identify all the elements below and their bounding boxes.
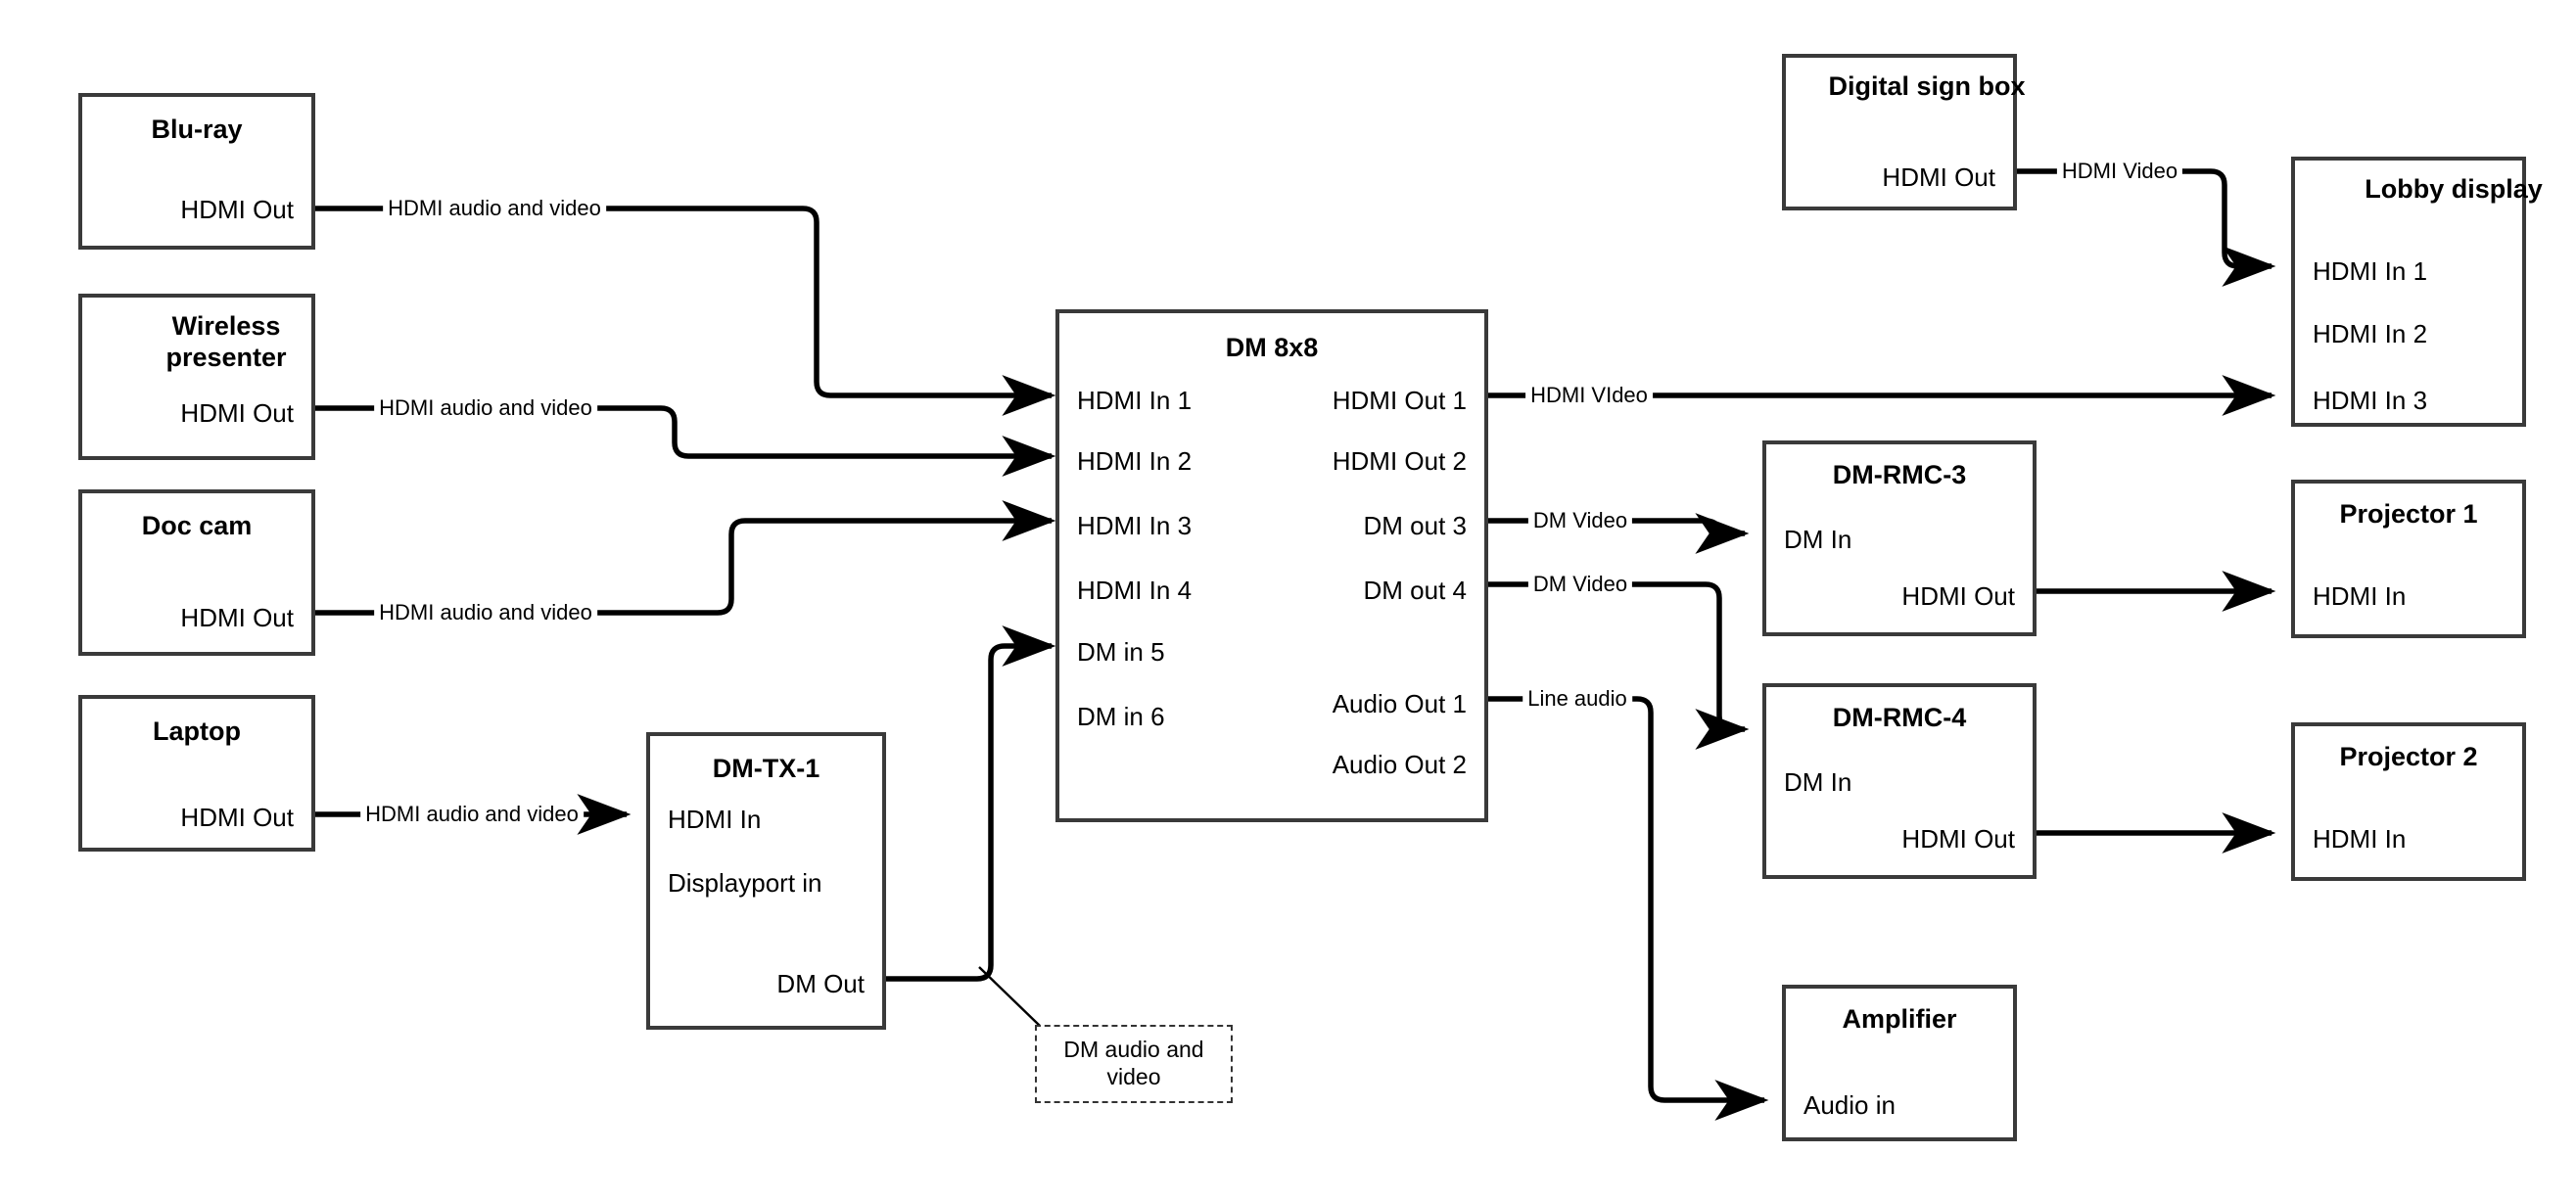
wire-tx-to-in5 <box>886 625 1056 982</box>
node-amplifier-title: Amplifier <box>1842 1004 1957 1034</box>
node-projector-1-title: Projector 1 <box>2339 499 2478 529</box>
node-wireless-presenter-port-hdmi-out: HDMI Out <box>180 398 294 428</box>
node-dm-rmc-3-title: DM-RMC-3 <box>1832 460 1967 489</box>
node-dm-8x8-input-hdmi-in-1: HDMI In 1 <box>1077 386 1193 415</box>
note-leader-line <box>978 966 1041 1027</box>
node-dm-tx-1-port-hdmi-in: HDMI In <box>668 805 762 834</box>
node-lobby-display-port-hdmi-in-3: HDMI In 3 <box>2313 386 2428 415</box>
node-dm-tx-1-port-dm-out: DM Out <box>776 969 865 998</box>
node-dm-8x8-output-hdmi-out-1: HDMI Out 1 <box>1332 386 1467 415</box>
node-doc-cam-title: Doc cam <box>141 511 253 540</box>
node-lobby-display-title: Lobby display <box>2365 174 2543 204</box>
node-dm-rmc-4[interactable]: DM-RMC-4 DM In HDMI Out <box>1762 683 2037 879</box>
wire-label-line-audio: Line audio <box>1522 688 1632 710</box>
wire-label-wireless: HDMI audio and video <box>374 397 597 419</box>
node-projector-2-title: Projector 2 <box>2339 742 2478 771</box>
node-laptop-port-hdmi-out: HDMI Out <box>180 803 294 832</box>
node-bluray[interactable]: Blu-ray HDMI Out <box>78 93 315 250</box>
node-dm-8x8-input-dm-in-5: DM in 5 <box>1077 637 1165 667</box>
node-dm-rmc-4-title: DM-RMC-4 <box>1832 703 1967 732</box>
wire-bluray-to-in1 <box>315 206 1056 416</box>
node-projector-2[interactable]: Projector 2 HDMI In <box>2291 722 2526 881</box>
node-dm-rmc-3[interactable]: DM-RMC-3 DM In HDMI Out <box>1762 440 2037 636</box>
node-dm-8x8-output-audio-out-1: Audio Out 1 <box>1332 689 1467 718</box>
node-dm-tx-1[interactable]: DM-TX-1 HDMI In Displayport in DM Out <box>646 732 886 1030</box>
node-amplifier-port-audio-in: Audio in <box>1803 1090 1896 1120</box>
node-dm-rmc-3-port-dm-in: DM In <box>1784 525 1852 554</box>
node-projector-1-port-hdmi-in: HDMI In <box>2313 581 2407 611</box>
node-doc-cam-port-hdmi-out: HDMI Out <box>180 603 294 632</box>
node-digital-sign-box-title: Digital sign box <box>1828 71 2026 101</box>
wire-label-dm-video-out3: DM Video <box>1527 510 1633 531</box>
node-lobby-display[interactable]: Lobby display HDMI In 1 HDMI In 2 HDMI I… <box>2291 157 2543 427</box>
node-dm-8x8-input-hdmi-in-2: HDMI In 2 <box>1077 446 1193 476</box>
node-dm-rmc-4-port-hdmi-out: HDMI Out <box>1901 824 2015 854</box>
wire-doccam-to-in3 <box>315 500 1056 616</box>
node-dm-8x8-output-audio-out-2: Audio Out 2 <box>1332 750 1467 779</box>
node-laptop[interactable]: Laptop HDMI Out <box>78 695 315 852</box>
node-digital-sign-box[interactable]: Digital sign box HDMI Out <box>1782 54 2026 210</box>
node-amplifier[interactable]: Amplifier Audio in <box>1782 985 2017 1141</box>
wire-sign-to-lobby1 <box>2017 168 2276 287</box>
node-lobby-display-port-hdmi-in-2: HDMI In 2 <box>2313 319 2428 348</box>
node-doc-cam[interactable]: Doc cam HDMI Out <box>78 489 315 656</box>
node-dm-8x8-output-dm-out-3: DM out 3 <box>1363 511 1468 540</box>
node-laptop-title: Laptop <box>153 716 241 746</box>
node-dm-8x8-output-dm-out-4: DM out 4 <box>1363 576 1468 605</box>
node-projector-2-port-hdmi-in: HDMI In <box>2313 824 2407 854</box>
node-dm-tx-1-title: DM-TX-1 <box>712 754 820 783</box>
node-projector-1[interactable]: Projector 1 HDMI In <box>2291 480 2526 638</box>
node-dm-8x8-output-hdmi-out-2: HDMI Out 2 <box>1332 446 1467 476</box>
node-dm-tx-1-port-displayport-in: Displayport in <box>668 868 822 898</box>
node-bluray-title: Blu-ray <box>151 115 243 144</box>
node-digital-sign-box-port-hdmi-out: HDMI Out <box>1882 162 1995 192</box>
node-dm-8x8[interactable]: DM 8x8 HDMI In 1 HDMI In 2 HDMI In 3 HDM… <box>1055 309 1488 822</box>
wire-label-bluray: HDMI audio and video <box>383 198 606 219</box>
node-dm-rmc-3-port-hdmi-out: HDMI Out <box>1901 581 2015 611</box>
note-dm-audio-and-video: DM audio and video <box>1035 1025 1233 1103</box>
node-lobby-display-port-hdmi-in-1: HDMI In 1 <box>2313 256 2428 286</box>
node-wireless-presenter[interactable]: Wireless presenter HDMI Out <box>78 294 315 460</box>
node-dm-rmc-4-port-dm-in: DM In <box>1784 767 1852 797</box>
node-bluray-port-hdmi-out: HDMI Out <box>180 195 294 224</box>
wire-label-doccam: HDMI audio and video <box>374 602 597 624</box>
wire-label-dm-video-out4: DM Video <box>1527 574 1633 595</box>
wire-label-hdmi-video-sign: HDMI Video <box>2056 161 2183 182</box>
wire-label-hdmi-video-out1: HDMI VIdeo <box>1525 385 1653 406</box>
wire-audioout1-to-amp <box>1488 696 1769 1121</box>
node-dm-8x8-title: DM 8x8 <box>1225 333 1319 362</box>
node-wireless-presenter-title: Wireless presenter <box>165 311 287 372</box>
wire-label-laptop: HDMI audio and video <box>360 804 584 825</box>
node-dm-8x8-input-hdmi-in-3: HDMI In 3 <box>1077 511 1193 540</box>
node-dm-8x8-input-hdmi-in-4: HDMI In 4 <box>1077 576 1193 605</box>
node-dm-8x8-input-dm-in-6: DM in 6 <box>1077 702 1165 731</box>
